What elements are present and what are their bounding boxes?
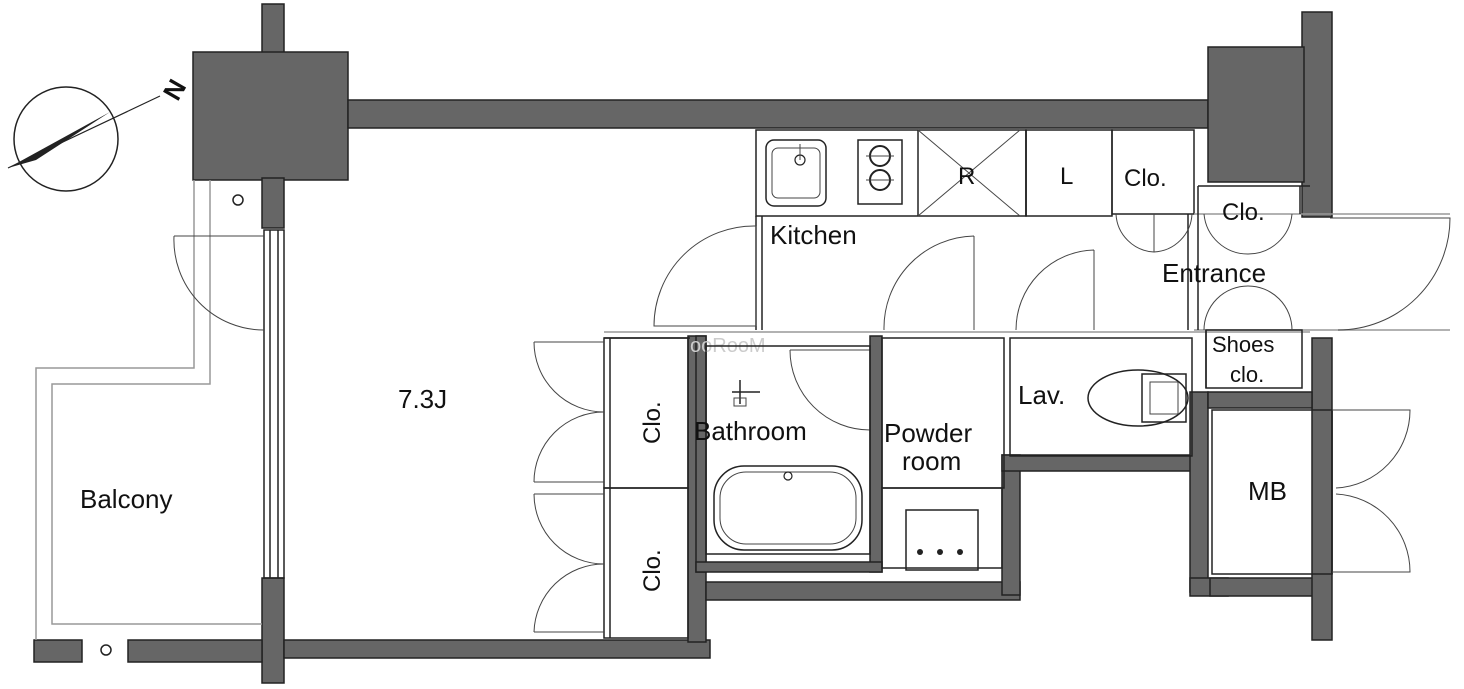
shower-icon — [732, 380, 760, 407]
compass-north-label: N — [157, 74, 192, 105]
drain-icon — [100, 644, 112, 656]
kitchen-label: Kitchen — [770, 220, 857, 250]
closet-entrance-label: Clo. — [1222, 199, 1265, 226]
refrigerator-icon — [917, 129, 1021, 217]
compass-icon: N — [7, 74, 192, 192]
fixtures — [100, 129, 1189, 656]
main-room-label: 7.3J — [398, 384, 447, 414]
closet-upper-label: Clo. — [639, 401, 666, 444]
toilet-icon — [1087, 369, 1189, 427]
partitions — [35, 129, 1450, 640]
bathtub-icon — [705, 345, 871, 555]
structural-walls: ooRooM — [33, 3, 1333, 684]
sink-icon — [765, 139, 827, 207]
shoes-closet-label-line2: clo. — [1230, 362, 1264, 387]
entrance-label: Entrance — [1162, 258, 1266, 288]
lavatory-label: Lav. — [1018, 380, 1065, 410]
meter-box-label: MB — [1248, 476, 1287, 506]
washbasin-icon — [905, 509, 979, 571]
drain-icon — [232, 194, 244, 206]
laundry-label: L — [1060, 163, 1073, 190]
stove-icon — [857, 139, 903, 205]
room-labels: 7.3J Balcony Kitchen R L Clo. Clo. Entra… — [80, 163, 1287, 592]
refrigerator-label: R — [958, 163, 975, 190]
powder-room-label-line2: room — [902, 446, 961, 476]
closet-lower-label: Clo. — [639, 549, 666, 592]
balcony-label: Balcony — [80, 484, 173, 514]
powder-room-label-line1: Powder — [884, 418, 972, 448]
bathroom-label: Bathroom — [694, 416, 807, 446]
closet-top-label: Clo. — [1124, 165, 1167, 192]
door-swings — [173, 213, 1451, 633]
shoes-closet-label-line1: Shoes — [1212, 332, 1274, 357]
